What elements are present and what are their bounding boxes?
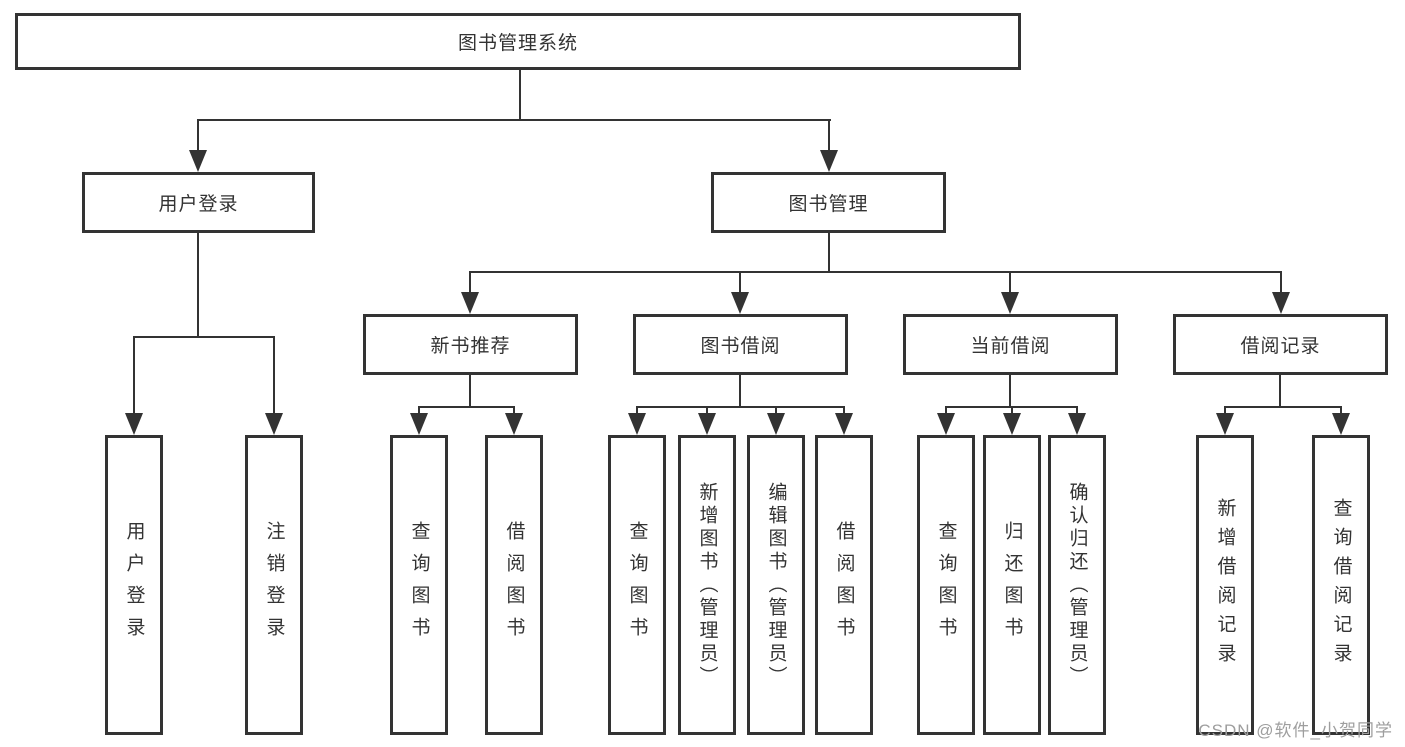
connector-line (1076, 406, 1078, 418)
connector-line (418, 406, 515, 408)
node-current-borrow: 当前借阅 (903, 314, 1118, 375)
arrow-down-icon (628, 413, 646, 435)
node-label: 图书借阅 (700, 336, 781, 357)
connector-line (1009, 375, 1011, 408)
node-label: 当前借阅 (970, 336, 1051, 357)
connector-line (418, 406, 420, 418)
connector-line (469, 271, 471, 296)
connector-line (273, 336, 275, 417)
connector-line (1224, 406, 1342, 408)
leaf-confirm-return-admin: 确认归还（管理员） (1048, 435, 1106, 735)
leaf-borrow-books-2: 借阅图书 (815, 435, 873, 735)
connector-line (739, 375, 741, 408)
node-label: 图书管理系统 (457, 33, 578, 54)
leaf-logout: 注销登录 (245, 435, 303, 735)
leaf-query-books-3: 查询图书 (917, 435, 975, 735)
node-new-book-recommend: 新书推荐 (363, 314, 578, 375)
arrow-down-icon (835, 413, 853, 435)
connector-line (1009, 271, 1011, 296)
csdn-watermark: CSDN @软件_小贺同学 (1198, 721, 1393, 740)
arrow-down-icon (731, 292, 749, 314)
node-label: 用户登录 (158, 194, 239, 215)
connector-line (636, 406, 845, 408)
node-borrow-records: 借阅记录 (1173, 314, 1388, 375)
connector-line (828, 119, 830, 154)
leaf-query-borrow-record: 查询借阅记录 (1312, 435, 1370, 735)
arrow-down-icon (410, 413, 428, 435)
arrow-down-icon (1272, 292, 1290, 314)
arrow-down-icon (767, 413, 785, 435)
connector-line (133, 336, 135, 417)
leaf-add-borrow-record: 新增借阅记录 (1196, 435, 1254, 735)
leaf-return-books: 归还图书 (983, 435, 1041, 735)
connector-line (197, 119, 199, 154)
node-book-management: 图书管理 (711, 172, 946, 233)
connector-line (775, 406, 777, 418)
connector-line (945, 406, 947, 418)
arrow-down-icon (1068, 413, 1086, 435)
leaf-add-books-admin: 新增图书（管理员） (678, 435, 736, 735)
arrow-down-icon (820, 150, 838, 172)
connector-line (1224, 406, 1226, 418)
arrow-down-icon (1001, 292, 1019, 314)
leaf-query-books: 查询图书 (390, 435, 448, 735)
arrow-down-icon (1003, 413, 1021, 435)
arrow-down-icon (505, 413, 523, 435)
connector-line (1280, 271, 1282, 296)
connector-line (739, 271, 741, 296)
connector-line (1279, 375, 1281, 408)
connector-line (1340, 406, 1342, 418)
leaf-borrow-books: 借阅图书 (485, 435, 543, 735)
arrow-down-icon (461, 292, 479, 314)
arrow-down-icon (698, 413, 716, 435)
node-book-borrow: 图书借阅 (633, 314, 848, 375)
connector-line (636, 406, 638, 418)
leaf-user-login: 用户登录 (105, 435, 163, 735)
arrow-down-icon (1332, 413, 1350, 435)
node-label: 新书推荐 (430, 336, 511, 357)
leaf-edit-books-admin: 编辑图书（管理员） (747, 435, 805, 735)
arrow-down-icon (189, 150, 207, 172)
arrow-down-icon (1216, 413, 1234, 435)
connector-line (197, 119, 831, 121)
arrow-down-icon (937, 413, 955, 435)
node-library-system: 图书管理系统 (15, 13, 1021, 70)
connector-line (843, 406, 845, 418)
arrow-down-icon (125, 413, 143, 435)
connector-line (1011, 406, 1013, 418)
connector-line (133, 336, 275, 338)
connector-line (706, 406, 708, 418)
leaf-query-books-2: 查询图书 (608, 435, 666, 735)
connector-line (469, 375, 471, 408)
connector-line (828, 233, 830, 273)
node-label: 借阅记录 (1240, 336, 1321, 357)
connector-line (469, 271, 1282, 273)
node-label: 图书管理 (788, 194, 869, 215)
arrow-down-icon (265, 413, 283, 435)
connector-line (513, 406, 515, 418)
connector-line (197, 233, 199, 338)
connector-line (519, 70, 521, 121)
node-user-login: 用户登录 (82, 172, 315, 233)
